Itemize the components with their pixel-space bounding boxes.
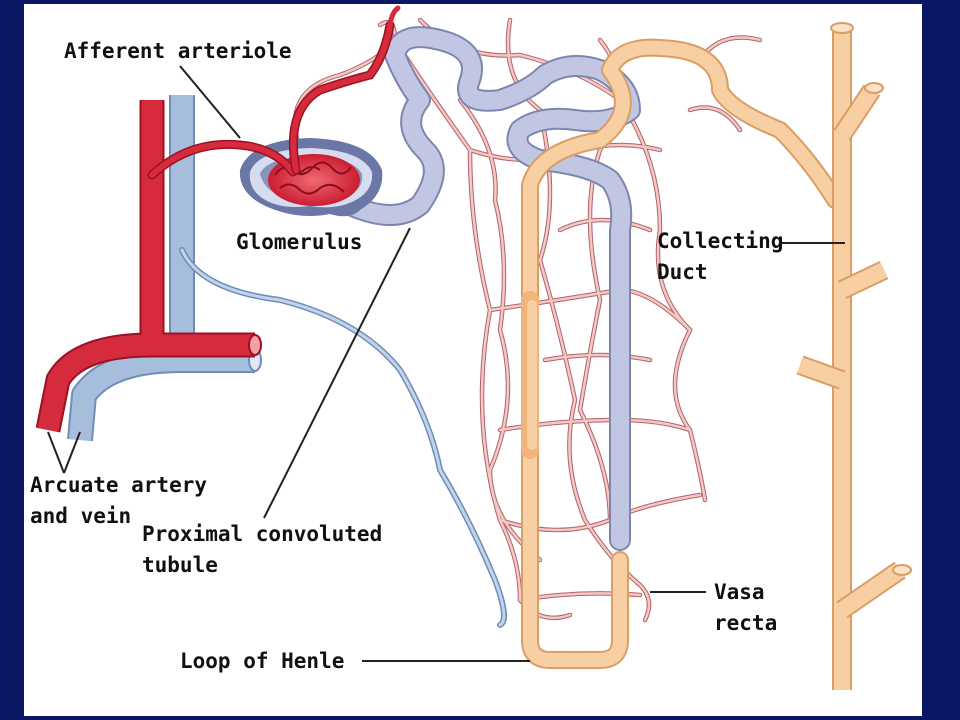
label-vasa-recta-line2: recta [714,611,778,635]
label-proximal-line1: Proximal convoluted [142,522,383,546]
proximal-convoluted-tubule [339,26,641,551]
label-afferent-arteriole: Afferent arteriole [64,39,292,63]
label-arcuate-line2: and vein [30,504,132,528]
venous-capillary [179,247,507,628]
label-loop-of-henle: Loop of Henle [180,649,345,673]
label-glomerulus: Glomerulus [236,230,363,254]
label-arcuate-line1: Arcuate artery [30,473,208,497]
label-collecting-duct-line1: Collecting [657,229,784,253]
loop-of-henle [521,38,844,669]
afferent-arteriole [147,5,401,180]
leader-lines [47,65,845,662]
collecting-duct [796,22,912,690]
label-vasa-recta-line1: Vasa [714,580,765,604]
label-proximal-line2: tubule [142,553,218,577]
arcuate-artery [35,100,262,433]
label-collecting-duct-line2: Duct [657,260,708,284]
arcuate-vein [67,95,262,442]
